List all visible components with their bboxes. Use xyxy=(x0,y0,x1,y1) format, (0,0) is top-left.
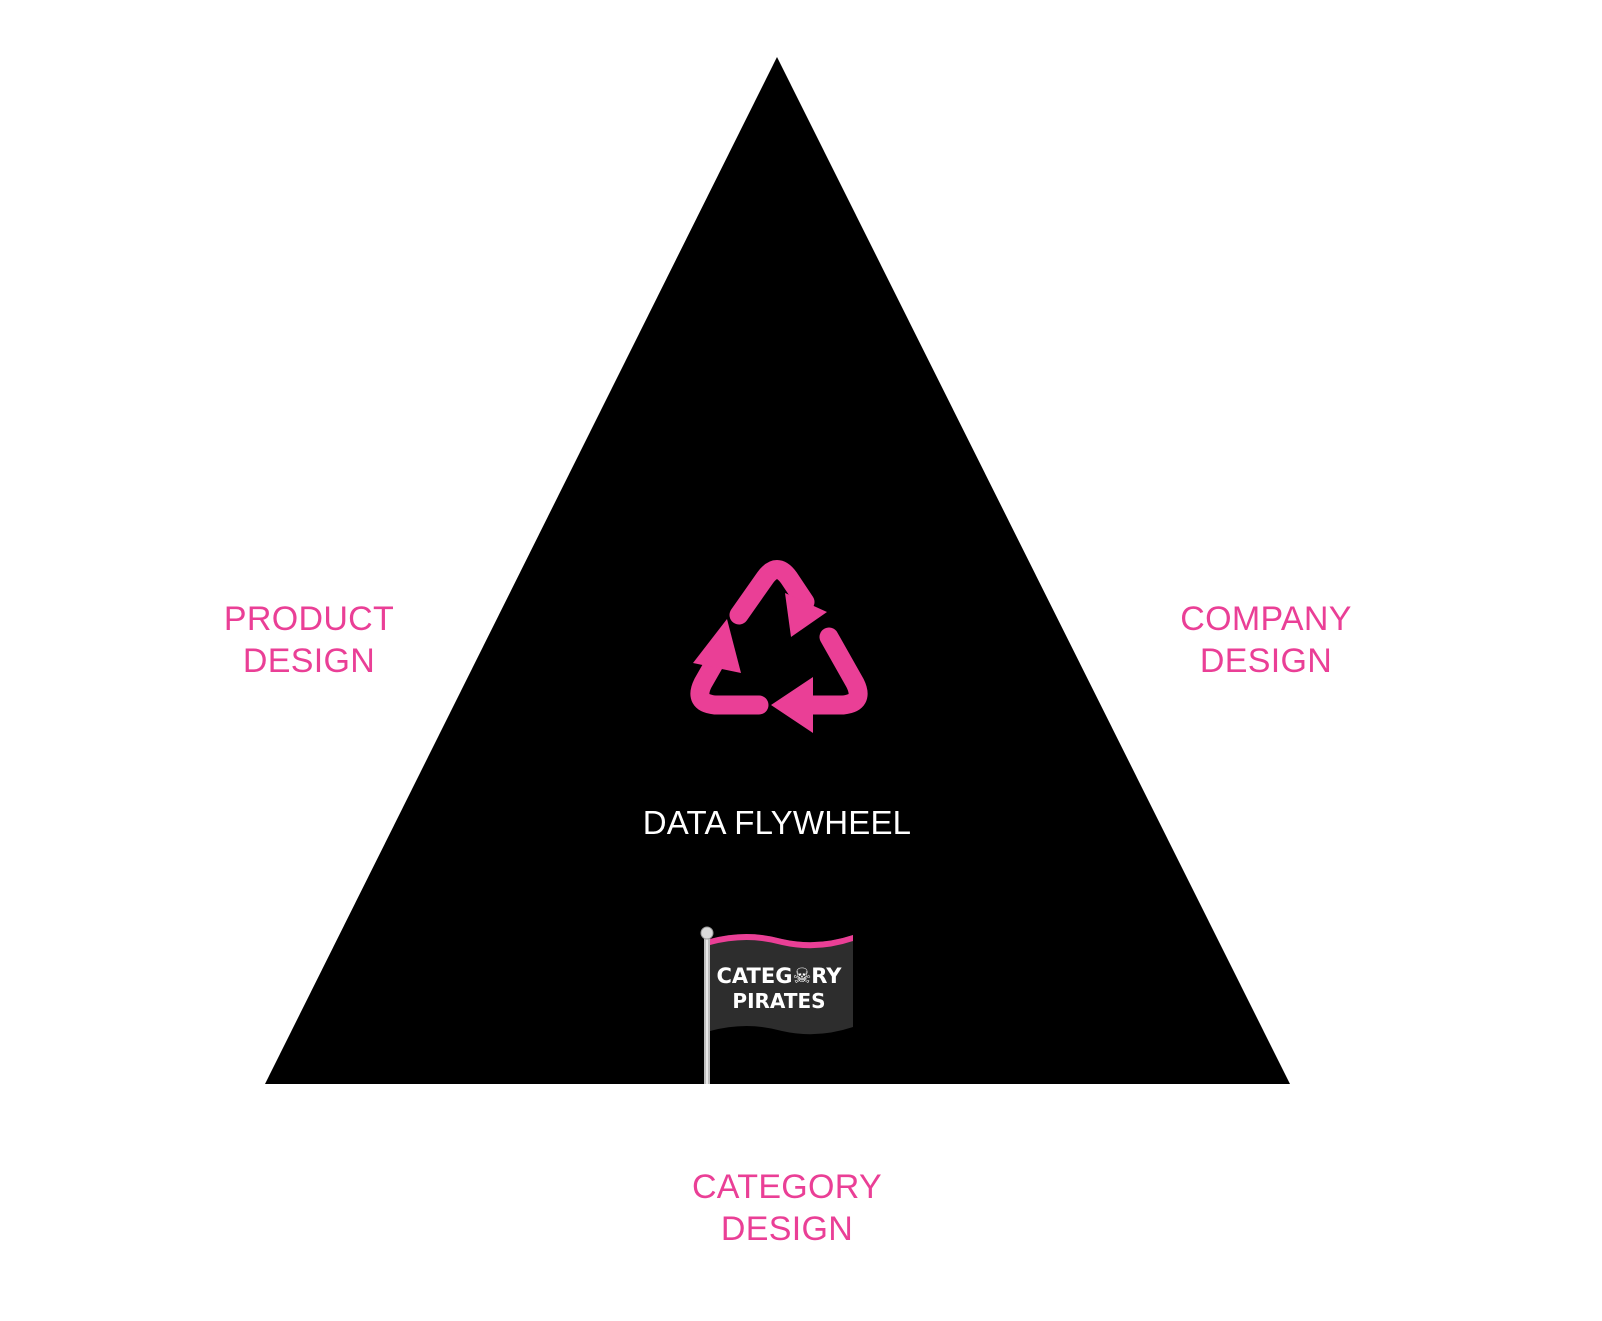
data-flywheel-label: DATA FLYWHEEL xyxy=(642,804,912,841)
company-design-line1: COMPANY xyxy=(1180,600,1352,638)
company-design-label: COMPANY DESIGN xyxy=(1136,598,1396,682)
product-design-line2: DESIGN xyxy=(242,642,376,680)
category-design-line2: DESIGN xyxy=(720,1210,854,1248)
recycle-icon xyxy=(690,560,868,733)
category-design-label: CATEGORY DESIGN xyxy=(657,1166,917,1250)
category-design-line1: CATEGORY xyxy=(691,1168,883,1206)
category-pirates-flag-icon: CATEG☠RY PIRATES xyxy=(700,926,853,1084)
company-design-line2: DESIGN xyxy=(1199,642,1333,680)
flag-pole-knob xyxy=(700,926,714,940)
flag-text-line1: CATEG☠RY xyxy=(717,964,843,988)
flag-text-line2: PIRATES xyxy=(732,989,825,1013)
flag-stripe xyxy=(710,934,853,949)
product-design-line1: PRODUCT xyxy=(223,600,395,638)
product-design-label: PRODUCT DESIGN xyxy=(199,598,419,682)
flag-cloth xyxy=(710,934,853,1035)
